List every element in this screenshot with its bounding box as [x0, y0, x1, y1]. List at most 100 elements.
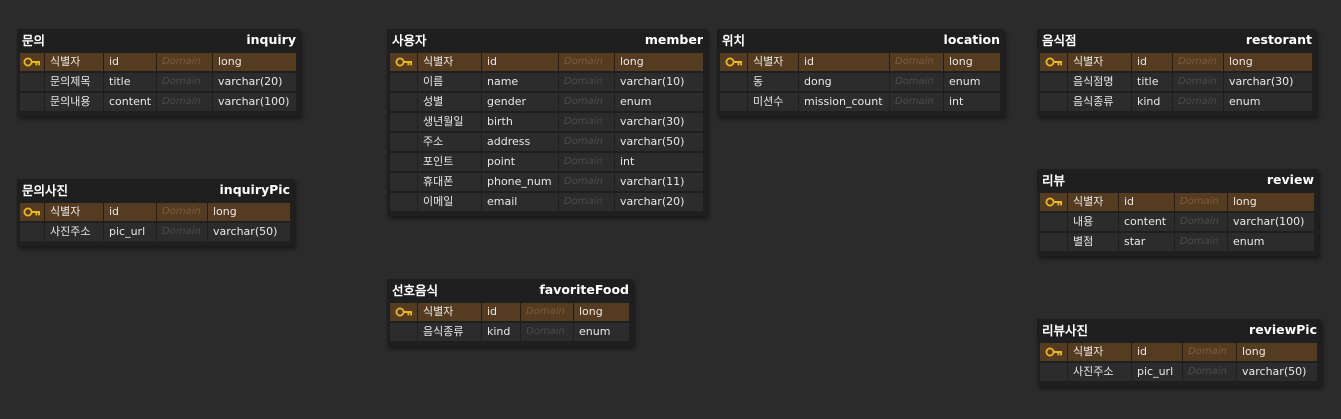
column-type: varchar(30) [615, 113, 703, 131]
column-type: long [1237, 343, 1317, 361]
column-type: enum [1228, 233, 1314, 251]
column-type: int [944, 93, 1000, 111]
entity-logical-name: 문의사진 [22, 182, 69, 198]
pk-key-cell [390, 303, 417, 321]
column-type: varchar(11) [615, 173, 703, 191]
column-logical-name: 휴대폰 [418, 173, 481, 191]
pk-key-cell [1040, 343, 1067, 361]
column-domain: Domain [559, 133, 614, 151]
column-physical-name: content [1119, 213, 1174, 231]
column-logical-name: 음식종류 [1068, 93, 1131, 111]
column-type: varchar(50) [615, 133, 703, 151]
column-logical-name: 미션수 [748, 93, 798, 111]
column-domain: Domain [1183, 363, 1236, 381]
key-cell [20, 73, 44, 91]
column-physical-name: address [482, 133, 558, 151]
entity-logical-name: 리뷰사진 [1042, 322, 1089, 338]
column-logical-name: 식별자 [1068, 343, 1131, 361]
column-domain: Domain [521, 323, 573, 341]
column-domain: Domain [890, 53, 943, 71]
column-domain: Domain [1173, 53, 1223, 71]
column-logical-name: 사진주소 [1068, 363, 1131, 381]
column-type: varchar(100) [213, 93, 296, 111]
column-physical-name: email [482, 193, 558, 211]
column-physical-name: star [1119, 233, 1174, 251]
key-cell [390, 73, 417, 91]
column-domain: Domain [157, 73, 212, 91]
column-domain: Domain [157, 53, 212, 71]
column-physical-name: content [104, 93, 156, 111]
key-icon [23, 57, 40, 67]
column-physical-name: id [482, 303, 520, 321]
key-cell [390, 93, 417, 111]
column-physical-name: id [1132, 343, 1182, 361]
key-cell [1040, 233, 1067, 251]
column-type: varchar(30) [1224, 73, 1312, 91]
column-logical-name: 식별자 [1068, 193, 1118, 211]
column-type: long [213, 53, 296, 71]
column-logical-name: 별점 [1068, 233, 1118, 251]
column-physical-name: id [1132, 53, 1172, 71]
entity-physical-name: member [644, 31, 703, 47]
column-domain: Domain [559, 53, 614, 71]
column-logical-name: 음식종류 [418, 323, 481, 341]
entity-logical-name: 선호음식 [392, 282, 439, 298]
key-cell [720, 73, 747, 91]
key-icon [395, 57, 412, 67]
column-type: enum [1224, 93, 1312, 111]
pk-key-cell [20, 203, 44, 221]
column-type: long [1224, 53, 1312, 71]
column-domain: Domain [1173, 73, 1223, 91]
key-cell [20, 93, 44, 111]
column-domain: Domain [559, 73, 614, 91]
key-icon [1045, 57, 1062, 67]
column-logical-name: 포인트 [418, 153, 481, 171]
key-icon [725, 57, 742, 67]
column-physical-name: kind [1132, 93, 1172, 111]
column-domain: Domain [1175, 193, 1227, 211]
key-cell [1040, 213, 1067, 231]
